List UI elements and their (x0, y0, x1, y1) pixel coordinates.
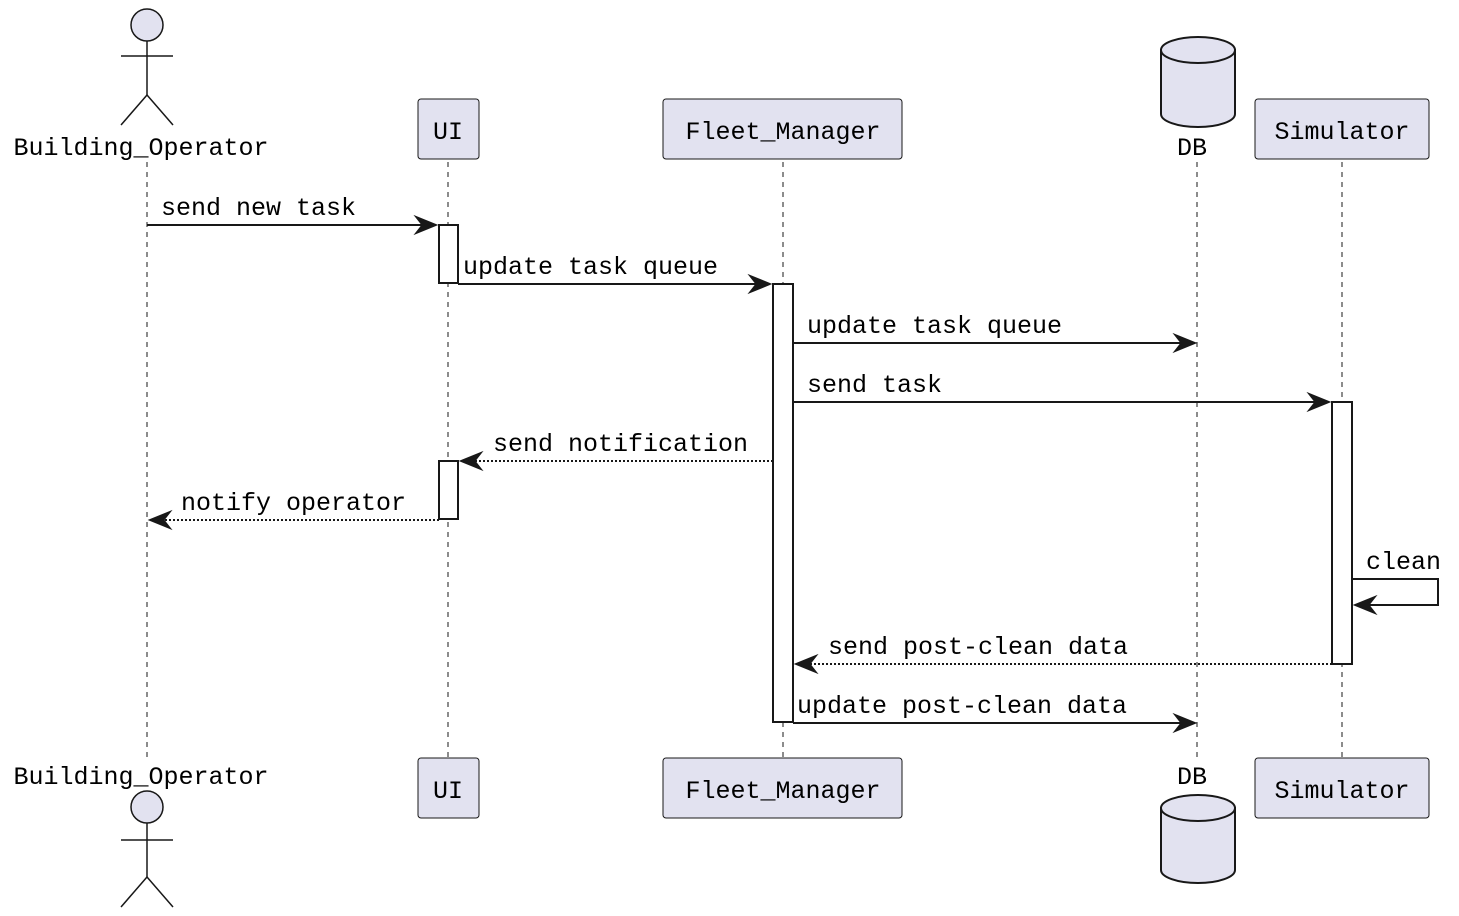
database-db-bottom: DB (1160, 763, 1236, 884)
participant-label: DB (1177, 134, 1207, 163)
actor-building-operator-top: Building_Operator (13, 8, 269, 163)
participant-simulator-top: Simulator (1254, 98, 1430, 160)
participant-label: Building_Operator (13, 134, 268, 163)
activation-fleet-manager (772, 283, 794, 723)
message-label: send notification (493, 430, 748, 459)
activation-ui-2 (438, 460, 459, 520)
participant-fleet-manager-top: Fleet_Manager (662, 98, 903, 160)
participant-label: UI (433, 118, 463, 147)
message-label: clean (1366, 548, 1441, 577)
message-clean: clean (1352, 548, 1441, 616)
message-label: update task queue (807, 312, 1062, 341)
message-send-new-task: send new task (147, 194, 439, 236)
message-label: update task queue (463, 253, 718, 282)
participant-label: Fleet_Manager (685, 777, 880, 806)
message-update-task-queue-db: update task queue (793, 312, 1198, 354)
database-db-top: DB (1160, 36, 1236, 163)
participant-label: DB (1177, 763, 1207, 792)
database-icon (1160, 49, 1236, 128)
message-update-post-clean-data: update post-clean data (793, 692, 1198, 734)
participant-simulator-bottom: Simulator (1254, 757, 1430, 819)
activation-ui-1 (438, 224, 459, 284)
participant-fleet-manager-bottom: Fleet_Manager (662, 757, 903, 819)
message-label: send new task (161, 194, 356, 223)
message-label: send task (807, 371, 942, 400)
message-notify-operator: notify operator (147, 489, 439, 531)
message-send-task: send task (793, 371, 1332, 413)
participant-label: Building_Operator (13, 763, 268, 792)
database-icon (1160, 807, 1236, 884)
participant-ui-bottom: UI (417, 757, 480, 819)
participant-label: Simulator (1274, 118, 1409, 147)
activation-simulator (1331, 401, 1353, 665)
message-send-post-clean-data: send post-clean data (793, 633, 1332, 675)
actor-building-operator-bottom: Building_Operator (13, 763, 269, 908)
message-label: update post-clean data (797, 692, 1127, 721)
participant-label: UI (433, 777, 463, 806)
message-label: notify operator (181, 489, 406, 518)
message-update-task-queue-ui: update task queue (458, 253, 773, 295)
actor-head-icon (130, 8, 164, 42)
message-label: send post-clean data (828, 633, 1128, 662)
participant-ui-top: UI (417, 98, 480, 160)
actor-head-icon (130, 790, 164, 824)
participant-label: Simulator (1274, 777, 1409, 806)
message-send-notification: send notification (458, 430, 773, 472)
participant-label: Fleet_Manager (685, 118, 880, 147)
